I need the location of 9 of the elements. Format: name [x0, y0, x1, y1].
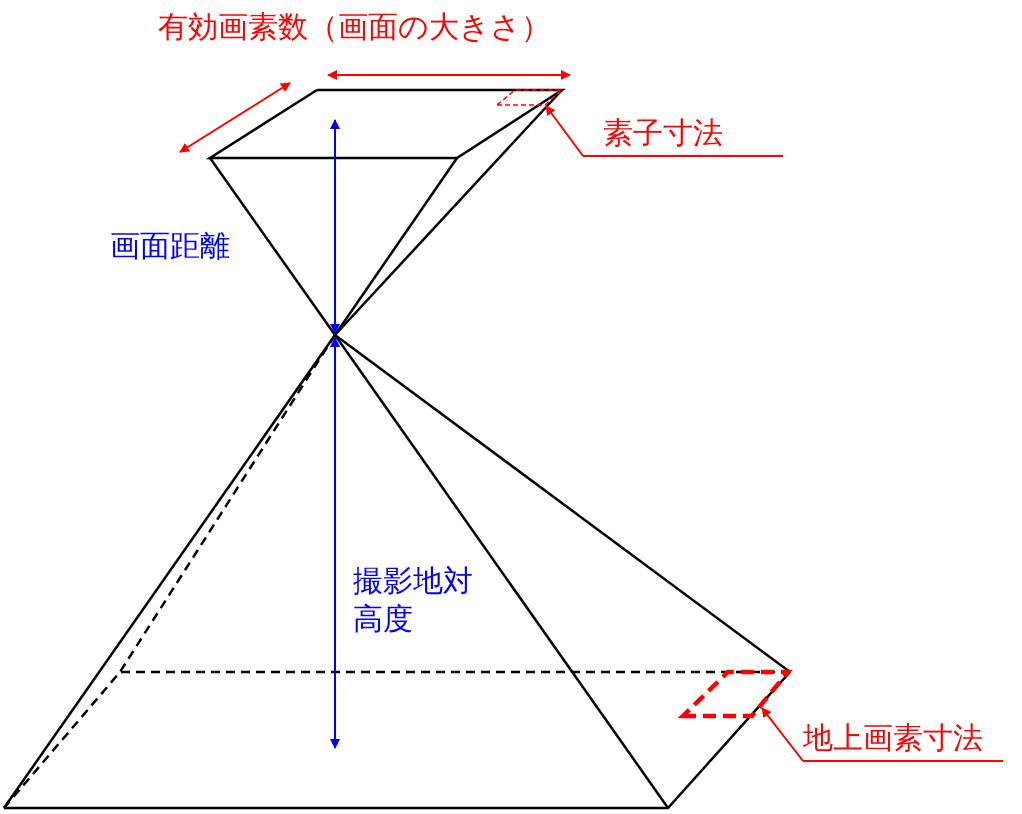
leader-line [761, 707, 804, 762]
dimension-label: 有効画素数（画面の大きさ） [158, 8, 552, 46]
dimension-label: 撮影地対高度 [353, 562, 474, 637]
dimension-label: 画面距離 [110, 227, 231, 265]
pixel-outline [494, 89, 564, 106]
leader-label: 地上画素寸法 [803, 717, 1003, 762]
leader-line [545, 105, 584, 157]
pixel-outline [677, 669, 793, 719]
leader-label: 素子寸法 [583, 112, 783, 157]
